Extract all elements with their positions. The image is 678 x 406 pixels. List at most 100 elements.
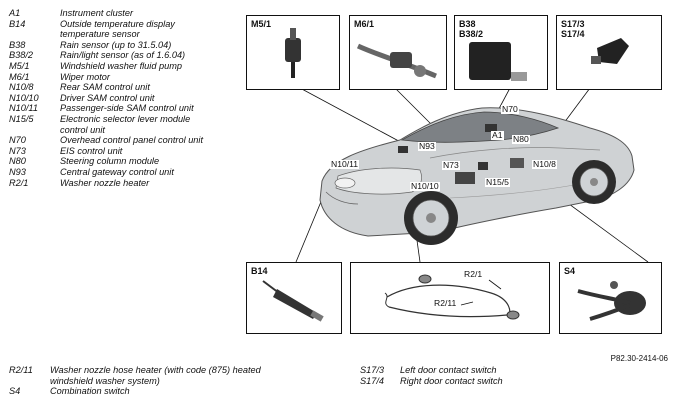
- legend-description: Passenger-side SAM control unit: [60, 103, 194, 114]
- legend-description: Rear SAM control unit: [60, 82, 150, 93]
- legend-description: Instrument cluster: [60, 8, 134, 18]
- wiper-motor-icon: [356, 43, 437, 79]
- legend-row: B38/2 Rain/light sensor (as of 1.6.04): [9, 50, 210, 61]
- door-switch-icon: [591, 38, 629, 64]
- callout-n80: N80: [512, 134, 530, 144]
- nozzle-heater-icon: [384, 274, 520, 320]
- legend-code: N15/5: [9, 113, 34, 124]
- detail-box-s4: S4: [559, 262, 662, 334]
- detail-label: B38 B38/2: [459, 19, 483, 39]
- legend-row: N15/5 Electronic selector lever module co…: [9, 114, 210, 135]
- detail-label: S4: [564, 266, 576, 276]
- legend-code: N70: [9, 135, 26, 146]
- figure-reference: P82.30-2414-06: [610, 354, 668, 363]
- detail-label: M5/1: [251, 19, 272, 29]
- detail-box-r2: R2/1 R2/11: [350, 262, 550, 334]
- detail-label: S17/3 S17/4: [561, 19, 585, 39]
- legend-row: N73 EIS control unit: [9, 146, 210, 157]
- detail-label-line-2: B38/2: [459, 29, 484, 39]
- footer-legend-left: R2/11 Washer nozzle hose heater (with cod…: [9, 365, 309, 397]
- legend-code: S17/4: [360, 375, 385, 386]
- callout-a1: A1: [491, 130, 504, 140]
- legend-code: B14: [9, 18, 26, 29]
- callout-n70: N70: [501, 104, 519, 114]
- legend-code: N10/11: [9, 103, 38, 114]
- legend-description: Combination switch: [50, 386, 130, 397]
- rear-wheel: [572, 160, 616, 204]
- legend-description: Windshield washer fluid pump: [60, 60, 182, 71]
- legend-code: R2/11: [9, 365, 33, 375]
- detail-label-line-2: S17/4: [561, 29, 585, 39]
- detail-label: M6/1: [354, 19, 375, 29]
- temperature-sensor-icon: [262, 280, 324, 322]
- callout-n10-8: N10/8: [532, 159, 557, 169]
- legend-code: M5/1: [9, 60, 30, 71]
- combination-switch-icon: [577, 281, 646, 321]
- legend-row: B38 Rain sensor (up to 31.5.04): [9, 40, 210, 51]
- legend-row: S17/3 Left door contact switch: [360, 365, 560, 376]
- legend-row: S4 Combination switch: [9, 386, 309, 397]
- legend-row: R2/11 Washer nozzle hose heater (with cod…: [9, 365, 309, 386]
- label-r2-1: R2/1: [463, 269, 484, 279]
- legend-description: Wiper motor: [60, 71, 110, 82]
- legend-code: S17/3: [360, 365, 385, 375]
- washer-pump-icon: [285, 28, 301, 78]
- legend-description: Rain/light sensor (as of 1.6.04): [60, 50, 186, 61]
- detail-box-s17: S17/3 S17/4: [556, 15, 662, 90]
- legend-row: S17/4 Right door contact switch: [360, 376, 560, 387]
- legend-code: N73: [9, 145, 26, 156]
- car-illustration: [319, 107, 635, 245]
- callout-n10-11: N10/11: [330, 159, 360, 169]
- legend-row: R2/1 Washer nozzle heater: [9, 178, 210, 189]
- detail-box-b38: B38 B38/2: [454, 15, 548, 90]
- label-r2-11: R2/11: [433, 298, 458, 308]
- legend-row: N10/11 Passenger-side SAM control unit: [9, 103, 210, 114]
- legend-description: Washer nozzle heater: [60, 177, 150, 188]
- legend-row: M5/1 Windshield washer fluid pump: [9, 61, 210, 72]
- legend-description: Washer nozzle hose heater (with code (87…: [50, 365, 261, 386]
- callout-n15-5: N15/5: [485, 177, 510, 187]
- legend-row: N80 Steering column module: [9, 156, 210, 167]
- legend-description: Overhead control panel control unit: [60, 135, 204, 146]
- front-wheel: [404, 191, 458, 245]
- legend-description: Central gateway control unit: [60, 166, 174, 177]
- legend-code: A1: [9, 8, 21, 18]
- legend-description: Right door contact switch: [400, 375, 503, 386]
- detail-label: B14: [251, 266, 268, 276]
- legend-code: B38: [9, 39, 26, 50]
- legend-description: EIS control unit: [60, 145, 123, 156]
- legend-row: N70 Overhead control panel control unit: [9, 135, 210, 146]
- detail-label-line-1: S17/3: [561, 19, 585, 29]
- legend-row: A1 Instrument cluster: [9, 8, 210, 19]
- callout-n10-10: N10/10: [410, 181, 440, 191]
- legend-code: N93: [9, 166, 26, 177]
- legend-description: Left door contact switch: [400, 365, 497, 375]
- callout-n73: N73: [442, 160, 460, 170]
- legend-row: M6/1 Wiper motor: [9, 72, 210, 83]
- detail-box-m6-1: M6/1: [349, 15, 447, 90]
- detail-box-m5-1: M5/1: [246, 15, 340, 90]
- legend-code: M6/1: [9, 71, 30, 82]
- detail-label-line-1: B38: [459, 19, 476, 29]
- legend-description: Outside temperature display temperature …: [60, 18, 175, 40]
- legend-description: Driver SAM control unit: [60, 92, 155, 103]
- legend-code: S4: [9, 386, 21, 397]
- legend-code: N10/8: [9, 82, 34, 93]
- legend-code: N10/10: [9, 92, 39, 103]
- legend-row: N10/10 Driver SAM control unit: [9, 93, 210, 104]
- legend-code: N80: [9, 156, 26, 167]
- legend-description: Steering column module: [60, 156, 160, 167]
- legend-code: R2/1: [9, 177, 29, 188]
- legend-row: N10/8 Rear SAM control unit: [9, 82, 210, 93]
- legend-code: B38/2: [9, 50, 34, 61]
- callout-n93: N93: [418, 141, 436, 151]
- rain-sensor-icon: [469, 42, 527, 81]
- legend-description: Rain sensor (up to 31.5.04): [60, 39, 172, 50]
- detail-box-b14: B14: [246, 262, 342, 334]
- legend-row: B14 Outside temperature display temperatu…: [9, 19, 210, 40]
- legend-row: N93 Central gateway control unit: [9, 167, 210, 178]
- legend-description: Electronic selector lever module control…: [60, 113, 191, 135]
